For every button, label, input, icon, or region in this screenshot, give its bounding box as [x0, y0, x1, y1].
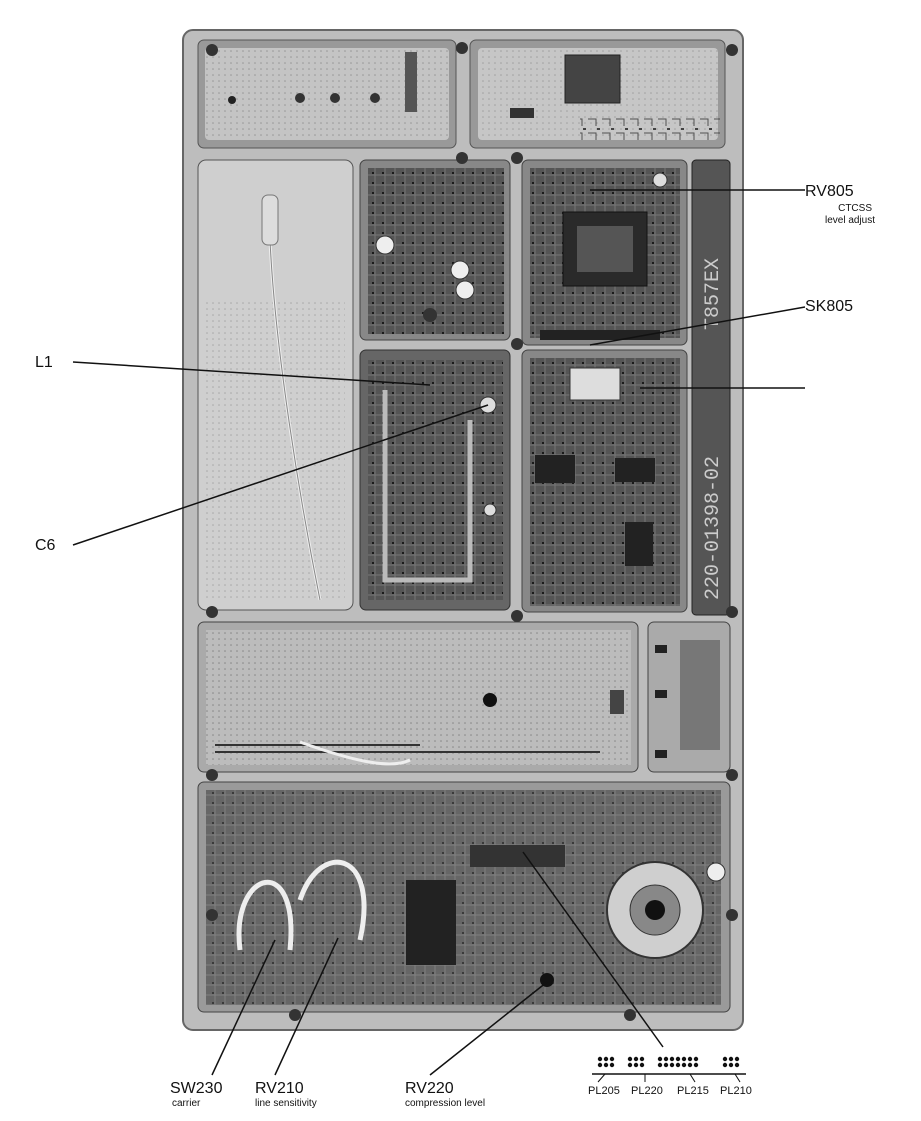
model-marking: T857EX [702, 258, 725, 330]
connector-pin-dot [634, 1057, 638, 1061]
lower-right-compartment [648, 622, 730, 772]
connector-label-pl205: PL205 [588, 1085, 620, 1097]
rv220-label: RV220 [405, 1080, 454, 1097]
middle-right-board [522, 350, 687, 612]
rv805-line1: CTCSS [838, 203, 872, 214]
connector-pin-dot [729, 1063, 733, 1067]
connector-pin-dot [604, 1063, 608, 1067]
rv805-label: RV805 [805, 183, 854, 200]
connector-pin-dot [658, 1057, 662, 1061]
connector-pin-dot [682, 1057, 686, 1061]
connector-pin-dot [604, 1057, 608, 1061]
connector-pin-dot [694, 1063, 698, 1067]
sw230-desc: carrier [172, 1098, 201, 1109]
connector-pin-dot [694, 1057, 698, 1061]
connector-pin-dot [729, 1057, 733, 1061]
top-right-compartment [470, 40, 725, 148]
part-number-marking: 220-01398-02 [702, 456, 725, 600]
connector-pin-dot [610, 1063, 614, 1067]
connector-pin-dot [670, 1057, 674, 1061]
connector-pin-dot [598, 1063, 602, 1067]
rv805-line2: level adjust [825, 215, 875, 226]
connector-label-pl215: PL215 [677, 1085, 709, 1097]
sk805-label: SK805 [805, 298, 853, 315]
connector-pin-dot [735, 1057, 739, 1061]
connector-pin-dot [723, 1063, 727, 1067]
connector-pin-dot [723, 1057, 727, 1061]
connector-pin-dot [634, 1063, 638, 1067]
connector-pin-dot [640, 1063, 644, 1067]
left-cavity [198, 160, 353, 610]
connector-pin-dot [688, 1063, 692, 1067]
connector-pin-dot [682, 1063, 686, 1067]
upper-middle-board [360, 160, 510, 340]
connector-pin-dot [735, 1063, 739, 1067]
connector-pin-dot [676, 1063, 680, 1067]
connector-pin-dot [664, 1057, 668, 1061]
connector-pin-dot [640, 1057, 644, 1061]
connector-pin-dot [628, 1057, 632, 1061]
connector-pin-dot [664, 1063, 668, 1067]
connector-pin-dot [676, 1057, 680, 1061]
lower-mid-board [198, 622, 638, 772]
connector-label-pl210: PL210 [720, 1085, 752, 1097]
rv220-desc: compression level [405, 1098, 485, 1109]
bottom-board [198, 782, 730, 1012]
connector-key: PL205 PL220 PL215 PL210 [588, 1057, 752, 1097]
l1-label: L1 [35, 354, 53, 371]
ctcss-board [522, 160, 687, 345]
connector-label-pl220: PL220 [631, 1085, 663, 1097]
connector-pin-dot [598, 1057, 602, 1061]
connector-pin-dot [610, 1057, 614, 1061]
connector-pin-dot [658, 1063, 662, 1067]
top-left-compartment [198, 40, 456, 148]
sw230-label: SW230 [170, 1080, 223, 1097]
connector-pin-dot [628, 1063, 632, 1067]
shield-can [360, 350, 510, 610]
connector-pin-dot [670, 1063, 674, 1067]
rv210-desc: line sensitivity [255, 1098, 317, 1109]
rv210-label: RV210 [255, 1080, 304, 1097]
connector-pin-dot [688, 1057, 692, 1061]
c6-label: C6 [35, 537, 56, 554]
